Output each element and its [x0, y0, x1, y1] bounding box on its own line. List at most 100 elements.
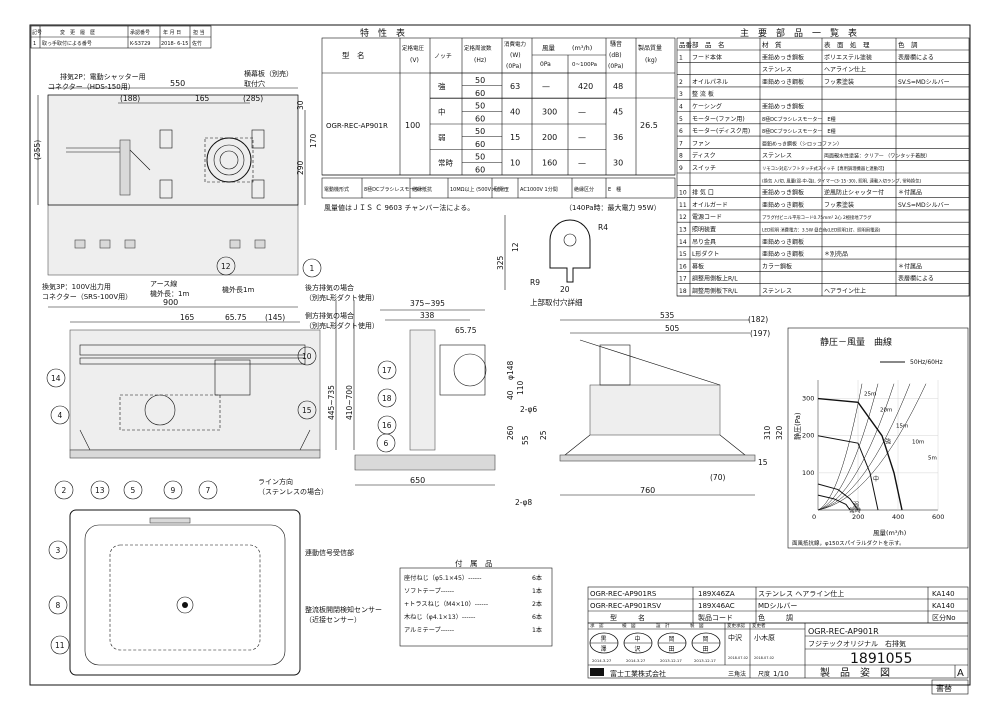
tb-model: OGR-REC-AP901R — [808, 627, 879, 636]
tb-drawing-no: 1891055 — [850, 651, 912, 667]
spec-model: OGR-REC-AP901R — [326, 122, 388, 130]
parts-cell: 調整用側板上R/L — [692, 275, 738, 283]
parts-cell: ＊付属品 — [898, 262, 922, 270]
label-line: ライン方向 — [258, 477, 293, 486]
rev-header-date: 年 月 日 — [163, 29, 181, 36]
label-sensor2: （近接センサー） — [305, 615, 361, 624]
spec-notch: 弱 — [438, 133, 446, 142]
parts-title: 主 要 部 品 一 覧 表 — [740, 27, 857, 39]
dim-325: 325 — [496, 255, 505, 270]
balloon-18 — [377, 388, 397, 408]
parts-header-cell: 材 質 — [762, 40, 782, 49]
balloon-12 — [216, 256, 236, 276]
balloon-16 — [377, 415, 397, 435]
dim-165: 165 — [195, 94, 210, 103]
acc-items: 座付ねじ（φ5.1×45）------6本ソフトテープ------1本+トラスね… — [404, 574, 542, 634]
parts-cell: 両面親水性塗装：クリアー （ワンタッチ着脱） — [824, 153, 930, 160]
stamp-char: 岡 — [669, 636, 675, 643]
dim-70: (70) — [710, 473, 725, 482]
balloon-17 — [377, 360, 397, 380]
balloon-label: 4 — [58, 411, 63, 420]
parts-cell: オイルパネル — [692, 79, 728, 86]
spec-air0: — — [542, 82, 550, 91]
parts-cell: 14 — [679, 239, 687, 246]
spec-air0: 160 — [542, 159, 557, 168]
balloon-label: 17 — [382, 366, 392, 375]
parts-cell: リモコン対応ソフトタッチ式スイッチ【専用調理機器と連動可】 — [762, 165, 887, 172]
pq-series-label: 強 — [885, 438, 891, 446]
dim-6575b: 65.75 — [455, 326, 477, 335]
parts-cell: 吊り金具 — [692, 238, 716, 246]
balloon-13 — [90, 480, 110, 500]
side-section-view: 375~395 338 65.75 φ148 110 40 260 55 25 … — [354, 299, 548, 507]
parts-cell: ケーシング — [692, 103, 722, 111]
model-header-cell: 製品コード — [698, 613, 733, 622]
balloon-label: 10 — [302, 352, 312, 361]
parts-header-cell: 表 面 処 理 — [824, 40, 870, 49]
parts-cell: 亜鉛めっき鋼板 — [762, 78, 804, 86]
role-approve: 承 認 — [590, 622, 604, 629]
acc-item-qty: 1本 — [532, 587, 542, 595]
bracket-caption: 上部取付穴詳細 — [530, 297, 583, 307]
side-view-right: 535 (182) 505 (197) 310 320 760 (70) 15 — [559, 311, 784, 496]
parts-cell: 亜鉛めっき鋼板 — [762, 189, 804, 197]
balloon-label: 5 — [131, 486, 136, 495]
stamp-char: 黒 — [601, 636, 607, 643]
dim-320: 320 — [775, 425, 784, 440]
svg-text:(V): (V) — [410, 57, 419, 64]
label-linkage: 連動信号受信部 — [305, 548, 354, 557]
dim-650: 650 — [410, 476, 425, 485]
spec-noise: 48 — [613, 82, 623, 91]
dim-170: 170 — [309, 133, 318, 148]
label-earth2: 機外長：1m — [150, 289, 189, 298]
parts-cell: 幕板 — [692, 262, 704, 270]
balloon-4 — [50, 405, 70, 425]
pq-duct-label: 10m — [912, 440, 924, 446]
parts-cell: 亜鉛めっき鋼板 — [762, 250, 804, 258]
parts-cell: 9 — [679, 165, 683, 172]
dim-285: (285) — [243, 94, 263, 103]
tb-rev: A — [957, 668, 964, 679]
spec-hz: 60 — [475, 140, 485, 149]
parts-cell: 13 — [679, 227, 687, 234]
parts-cell: ヘアライン仕上 — [824, 66, 866, 74]
svg-text:消費電力: 消費電力 — [504, 40, 526, 48]
pq-duct-line — [817, 383, 927, 511]
parts-cell: フード本体 — [692, 53, 722, 61]
pq-series-label: 常時 — [849, 506, 861, 514]
balloon-label: 14 — [51, 374, 61, 383]
model-cell: OGR-REC-AP901RS — [590, 590, 657, 598]
svg-text:(kg): (kg) — [645, 57, 657, 64]
parts-cell: 5 — [679, 116, 683, 123]
dim-255: (255) — [33, 140, 42, 160]
label-vent-conn2: コネクター（SRS-100V用） — [42, 292, 132, 301]
parts-cell: カラー鋼板 — [762, 262, 792, 270]
stamp-char: 中 — [635, 635, 641, 643]
acc-item-name: +トラスねじ（M4×10）------ — [404, 601, 488, 608]
spec-hz: 50 — [475, 76, 485, 85]
tb-description: フジテックオリジナル 右排気 — [808, 639, 906, 648]
pq-duct-line — [817, 383, 911, 511]
parts-cell: 1 — [679, 54, 683, 61]
label-vent-conn: 換気3P：100V出力用 — [42, 282, 111, 291]
bracket-hole-shape — [549, 219, 591, 283]
spec-hz: 50 — [475, 102, 485, 111]
parts-cell: 亜鉛めっき鋼板 — [762, 238, 804, 246]
label-rear-duct2: （別売L形ダクト使用） — [305, 293, 379, 302]
rev-row-desc: 取っ手取付による番号 — [42, 40, 92, 47]
balloon-label: 13 — [95, 486, 105, 495]
pq-series-line — [817, 397, 903, 511]
balloon-11 — [50, 635, 70, 655]
parts-cell: フッ素塗装 — [824, 201, 854, 209]
pq-x-tick: 600 — [932, 513, 944, 521]
parts-cell: 表層欄による — [898, 275, 934, 283]
switch-panel — [149, 517, 191, 524]
spec-air100: — — [578, 108, 586, 117]
parts-cell: 亜鉛めっき鋼板（シロッコファン） — [762, 140, 842, 147]
parts-cell: 16 — [679, 263, 687, 270]
pq-series-label: 弱 — [853, 502, 859, 509]
svg-text:製品質量: 製品質量 — [638, 44, 662, 52]
